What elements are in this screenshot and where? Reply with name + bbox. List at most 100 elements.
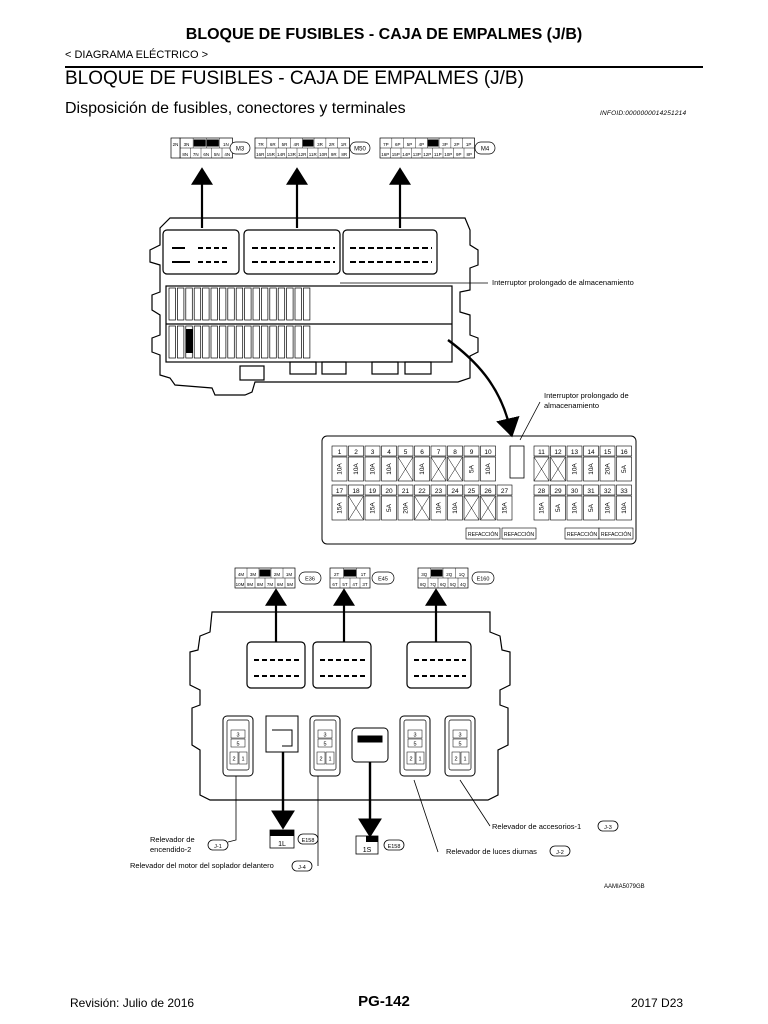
fuse-13: 13 10A	[566, 445, 583, 482]
storage-switch-detail-1: Interruptor prolongado de	[544, 391, 629, 400]
accessory-relay-ref-badge: J-3	[597, 820, 619, 832]
top-connector-pins	[172, 247, 432, 263]
spare-label: REFACCIÓN	[567, 531, 598, 538]
fuse-amperage: 10A	[572, 463, 579, 475]
connector-pin-label: 6R	[270, 142, 277, 147]
relay-pin-label: 1	[328, 757, 331, 763]
breadcrumb[interactable]: < DIAGRAMA ELÉCTRICO >	[65, 49, 209, 61]
fuse-amperage: 10A	[621, 502, 628, 514]
connector-pin-label: 7Q	[430, 582, 437, 587]
fuse-amperage: 10A	[419, 463, 426, 475]
spare-slot: REFACCIÓN	[465, 527, 501, 540]
fuse-number: 28	[538, 488, 546, 495]
connector-pin-label: 5N	[214, 152, 220, 157]
connector-pin-label: 16P	[381, 152, 389, 157]
connector-pin-label: 2Q	[446, 572, 453, 577]
connector-pin-label: 4P	[419, 142, 425, 147]
mini-fuse	[269, 325, 277, 359]
mini-fuse	[177, 287, 185, 321]
fuse-number: 9	[470, 449, 474, 456]
relay-pin-label: 2	[409, 757, 412, 763]
fuse-number: 23	[435, 488, 443, 495]
storage-switch-slot	[509, 445, 525, 479]
connector-pin-label: 12P	[423, 152, 431, 157]
detail-arrow	[447, 339, 520, 438]
fuse-18: 18	[348, 484, 364, 521]
info-id: INFOID:0000000014251214	[600, 110, 687, 117]
connector-pin-label: 1Q	[459, 572, 466, 577]
connector-pin-label: 14P	[402, 152, 410, 157]
relay-pin-label: 5	[323, 742, 326, 748]
fuse-16: 16 5A	[616, 445, 632, 482]
fuse-number: 24	[451, 488, 459, 495]
accessory-relay-ref: J-3	[604, 825, 612, 831]
fuse-amperage: 10A	[588, 463, 595, 475]
connector-pin-label: 14R	[277, 152, 286, 157]
relay-pin-label: 5	[413, 742, 416, 748]
connector-pin-label: 6Q	[440, 582, 447, 587]
storage-switch-label: Interruptor prolongado de almacenamiento	[492, 278, 634, 287]
fuse-number: 13	[571, 449, 579, 456]
connector-pin-label: 10M	[236, 582, 245, 587]
relay-pin-label: 2	[232, 757, 235, 763]
fuse-amperage: 20A	[605, 463, 612, 475]
fuse-amperage: 10A	[485, 463, 492, 475]
spare-label: REFACCIÓN	[504, 531, 535, 538]
section-subtitle: Disposición de fusibles, conectores y te…	[65, 100, 406, 117]
spare-slot: REFACCIÓN	[564, 527, 600, 540]
connector-pin-label: 4T	[352, 582, 358, 587]
spare-slot: REFACCIÓN	[598, 527, 634, 540]
document-title: BLOQUE DE FUSIBLES - CAJA DE EMPALMES (J…	[185, 26, 583, 43]
bottom-arrows	[265, 588, 447, 642]
fuse-12: 12	[550, 445, 566, 482]
connector-id: M3	[236, 147, 245, 153]
connector-pin-label: 7P	[383, 142, 389, 147]
mini-fuse	[261, 287, 269, 321]
fuse-amperage: 5A	[469, 464, 476, 473]
fuse-number: 16	[620, 449, 628, 456]
fuse-amperage: 5A	[621, 464, 628, 473]
mini-fuse	[294, 287, 302, 321]
connector-pin-label: 3M	[250, 572, 257, 577]
daytime-relay-ref: J-2	[556, 850, 564, 856]
relay-pin-label: 1	[418, 757, 421, 763]
connector-pin-label: 2P	[454, 142, 460, 147]
connector-pin-label: 10R	[319, 152, 328, 157]
mini-fuse	[168, 325, 176, 359]
mini-fuse	[202, 287, 210, 321]
blower-relay-ref: J-4	[298, 865, 306, 871]
footer-page-number: PG-142	[358, 993, 410, 1010]
fuse-25: 25	[463, 484, 480, 521]
relay-pin-label: 5	[236, 742, 239, 748]
fuse-amperage: 15A	[502, 502, 509, 514]
connector-pin-label: 5T	[342, 582, 348, 587]
connector-pin-label: 2R	[329, 142, 336, 147]
terminal-1s-socket	[351, 727, 389, 763]
fuse-number: 1	[338, 449, 342, 456]
fuse-amperage: 5A	[386, 503, 393, 512]
blower-relay-ref-badge: J-4	[291, 860, 313, 872]
fuse-number: 4	[387, 449, 391, 456]
fuse-number: 5	[404, 449, 408, 456]
connector-pin-label: 13R	[288, 152, 297, 157]
mini-fuse	[303, 287, 311, 321]
fuse-amperage: 10A	[436, 502, 443, 514]
connector-pin-label: 5P	[407, 142, 413, 147]
detail-leader	[519, 401, 541, 441]
top-fuse-block	[149, 217, 479, 396]
